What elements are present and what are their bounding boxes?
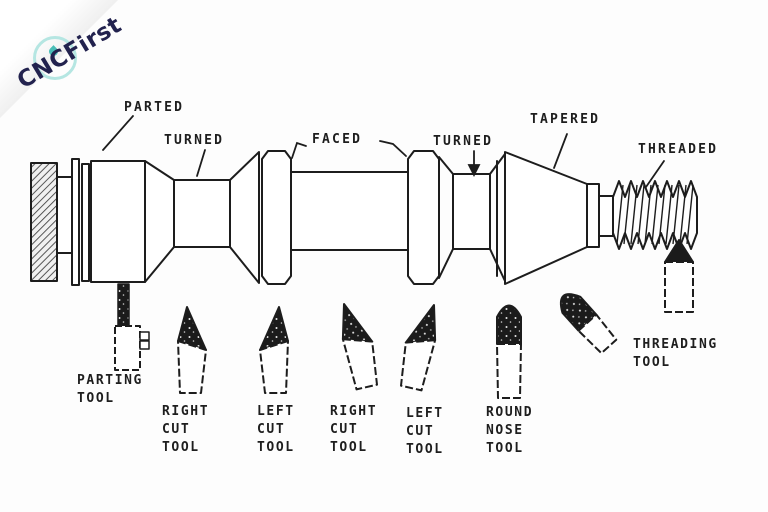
turned-section-2: [452, 173, 491, 250]
label-tapered: TAPERED: [530, 112, 601, 127]
turned-section-1: [173, 179, 231, 248]
chuck-plate: [30, 162, 58, 282]
label-round-nose-tool: ROUND NOSE TOOL: [486, 404, 533, 458]
label-line: CUT: [330, 422, 359, 437]
left-cut-tool-2-drawing: [400, 304, 437, 392]
leader-arrowhead: [467, 164, 481, 178]
label-line: TOOL: [330, 440, 368, 455]
leader-threaded: [645, 160, 665, 188]
label-line: TOOL: [77, 391, 115, 406]
label-faced: FACED: [312, 132, 363, 147]
label-threaded: THREADED: [638, 142, 719, 157]
leader-turned-left: [196, 149, 206, 177]
thread-shading: [616, 184, 694, 245]
workpiece-drawing: [30, 150, 698, 286]
label-threading-tool: THREADING TOOL: [633, 336, 718, 372]
thread-root-stub: [598, 195, 614, 237]
parting-tool-drawing: [114, 283, 150, 371]
parted-washer-1: [71, 158, 80, 286]
label-parted: PARTED: [124, 100, 185, 115]
right-cut-tool-1-drawing: [177, 306, 207, 394]
taper-cutting-tool-drawing: [559, 293, 618, 355]
faced-flange-2: [407, 150, 440, 285]
label-line: RIGHT: [330, 404, 378, 419]
label-left-cut-tool-2: LEFT CUT TOOL: [406, 405, 444, 459]
bevel-line: [438, 156, 454, 175]
round-nose-tool-drawing: [496, 304, 522, 399]
tapered-cone: [504, 151, 588, 285]
taper-shoulder-2: [229, 151, 260, 284]
taper-shoulder-1: [144, 160, 175, 283]
label-right-cut-tool-1: RIGHT CUT TOOL: [162, 403, 209, 457]
label-line: LEFT: [257, 404, 295, 419]
label-right-cut-tool-2: RIGHT CUT TOOL: [330, 403, 377, 457]
right-cut-tool-2-drawing: [341, 303, 378, 391]
label-line: ROUND: [486, 405, 534, 420]
label-line: RIGHT: [162, 404, 210, 419]
parted-section: [90, 160, 146, 283]
logo-ring-icon: [33, 36, 77, 80]
threading-tool-drawing: [664, 239, 694, 313]
center-cylinder: [290, 171, 409, 251]
leader-faced-right: [379, 140, 407, 157]
label-line: CUT: [162, 422, 191, 437]
label-line: TOOL: [406, 442, 444, 457]
label-line: CUT: [257, 422, 286, 437]
label-line: TOOL: [162, 440, 200, 455]
leader-tapered: [553, 133, 568, 169]
tools-drawing: [114, 239, 694, 399]
leader-faced-left: [291, 141, 307, 159]
label-left-cut-tool-1: LEFT CUT TOOL: [257, 403, 295, 457]
collar: [586, 183, 600, 248]
leader-lines: [102, 115, 665, 188]
label-line: PARTING: [77, 373, 143, 388]
label-line: NOSE: [486, 423, 524, 438]
label-turned-left: TURNED: [164, 133, 225, 148]
label-line: TOOL: [633, 355, 671, 370]
label-line: LEFT: [406, 406, 444, 421]
left-cut-tool-1-drawing: [259, 306, 289, 394]
label-turned-right: TURNED: [433, 134, 494, 149]
label-parting-tool: PARTING TOOL: [77, 372, 143, 408]
faced-flange-1: [261, 150, 292, 285]
label-line: TOOL: [257, 440, 295, 455]
label-line: CUT: [406, 424, 435, 439]
label-line: TOOL: [486, 441, 524, 456]
bevel-line: [438, 248, 454, 279]
spindle-stub: [56, 176, 73, 254]
leader-parted: [102, 115, 134, 151]
label-line: THREADING: [633, 337, 718, 352]
parted-washer-2: [81, 163, 90, 282]
